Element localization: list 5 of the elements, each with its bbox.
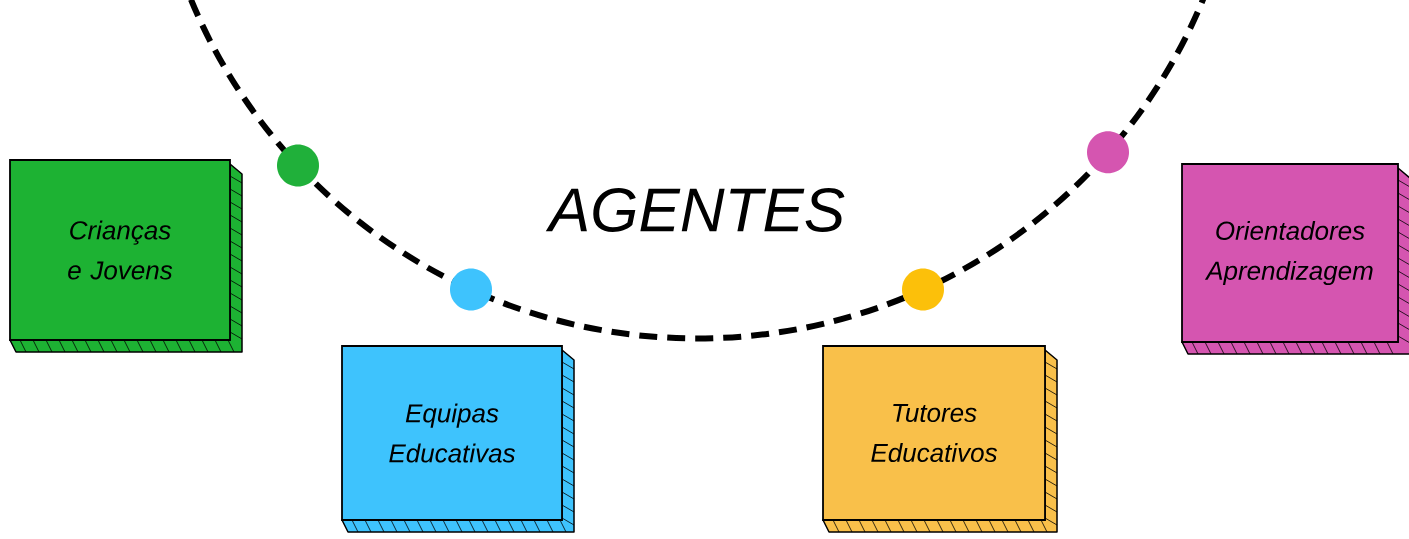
block-box: Tutores Educativos xyxy=(822,345,1058,533)
block-box: Equipas Educativas xyxy=(341,345,575,533)
block-box: Orientadores Aprendizagem xyxy=(1181,163,1409,355)
title: AGENTES xyxy=(545,188,845,232)
block-box: Crianças e Jovens xyxy=(9,159,243,353)
